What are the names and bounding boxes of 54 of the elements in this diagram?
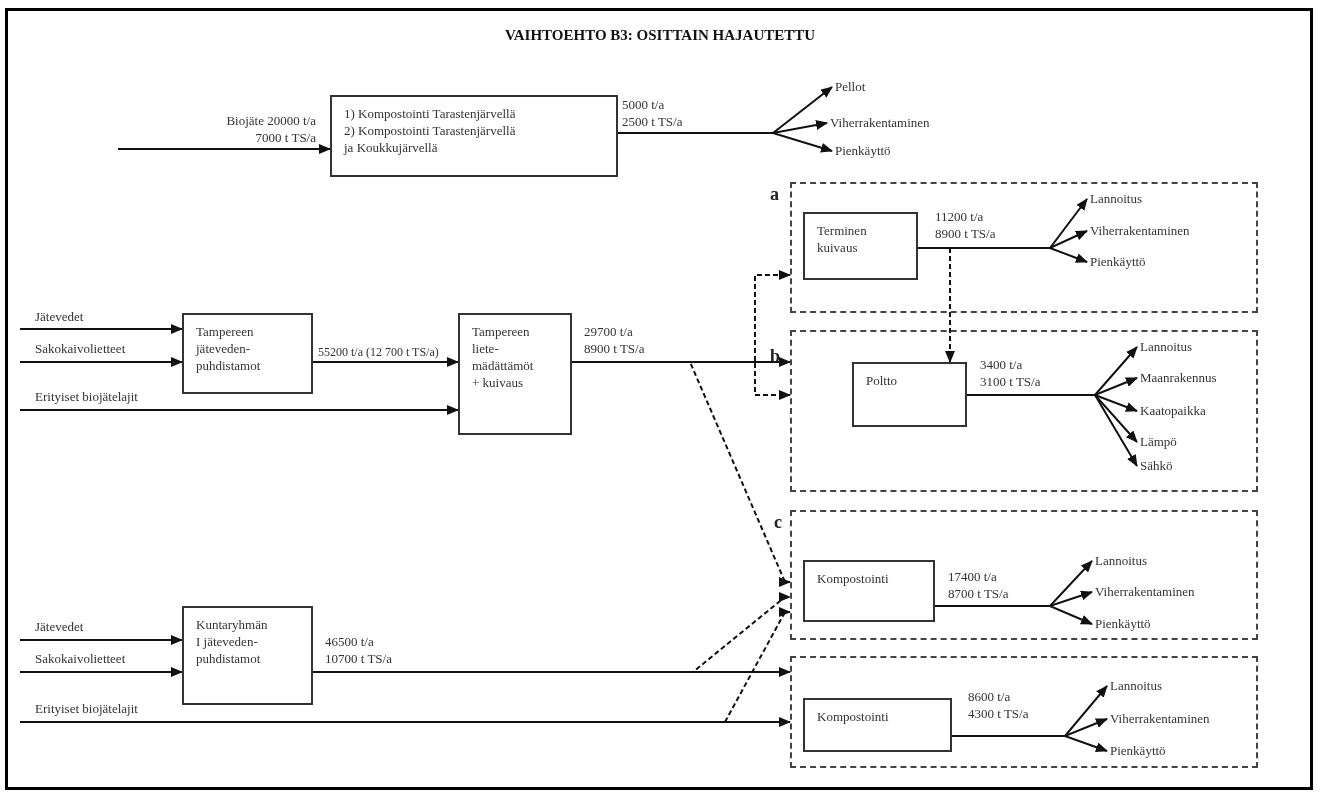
outcome-label: Pienkäyttö — [835, 142, 891, 160]
arrow — [19, 357, 183, 367]
outcome-label: Viherrakentaminen — [1090, 222, 1190, 240]
box-text: Tampereen jäteveden-puhdistamot — [196, 323, 262, 374]
box-text: Poltto — [866, 372, 899, 389]
outcome-label: Lämpö — [1140, 433, 1177, 451]
box-text: Terminen kuivaus — [817, 222, 868, 256]
group-letter: b — [770, 346, 780, 366]
outcome-label: Sähkö — [1140, 457, 1173, 475]
outcome-label: Viherrakentaminen — [1095, 583, 1195, 601]
box-text: Kompostointi — [817, 570, 890, 587]
process-box — [803, 212, 918, 280]
process-box — [852, 362, 967, 427]
outcome-label: Pienkäyttö — [1090, 253, 1146, 271]
arrow — [951, 735, 1108, 752]
arrow — [19, 635, 183, 645]
arrow — [19, 405, 459, 415]
outcome-label: Pellot — [835, 78, 866, 96]
arrow — [617, 132, 833, 153]
diagram-title: VAIHTOEHTO B3: OSITTAIN HAJAUTETTU — [503, 26, 817, 45]
arrow — [966, 394, 1138, 467]
arrow — [19, 717, 791, 727]
box-text: 1) Kompostointi Tarastenjärvellä — [344, 105, 517, 122]
box-text: Kuntaryhmän I jäteveden-puhdistamot — [196, 616, 269, 667]
outcome-label: Lannoitus — [1090, 190, 1142, 208]
outcome-label: Pienkäyttö — [1095, 615, 1151, 633]
outcome-label: Lannoitus — [1140, 338, 1192, 356]
outcome-label: Viherrakentaminen — [830, 114, 930, 132]
outcome-label: Viherrakentaminen — [1110, 710, 1210, 728]
outcome-label: Lannoitus — [1095, 552, 1147, 570]
outcome-label: Maanrakennus — [1140, 369, 1217, 387]
box-text: Kompostointi — [817, 708, 890, 725]
arrow — [917, 247, 955, 363]
process-box — [330, 95, 618, 177]
process-box — [803, 698, 952, 752]
arrow — [571, 361, 791, 587]
process-box — [182, 606, 313, 705]
arrow — [19, 667, 183, 677]
process-box — [458, 313, 572, 435]
process-box — [803, 560, 935, 622]
outcome-label: Pienkäyttö — [1110, 742, 1166, 760]
group-letter: a — [770, 184, 779, 204]
arrow — [312, 357, 459, 367]
process-box — [182, 313, 313, 394]
edge-label: 55200 t/a (12 700 t TS/a) — [318, 344, 439, 361]
arrow — [934, 605, 1093, 625]
group-letter: c — [774, 512, 782, 532]
arrow — [724, 607, 791, 723]
box-text: 2) Kompostointi Tarastenjärvellä ja Koukkujärvellä — [344, 122, 517, 156]
arrow — [117, 144, 331, 154]
outcome-label: Lannoitus — [1110, 677, 1162, 695]
arrow — [19, 324, 183, 334]
outcome-label: Kaatopaikka — [1140, 402, 1206, 420]
box-text: Tampereen liete-mädättämöt + kuivaus — [472, 323, 535, 391]
